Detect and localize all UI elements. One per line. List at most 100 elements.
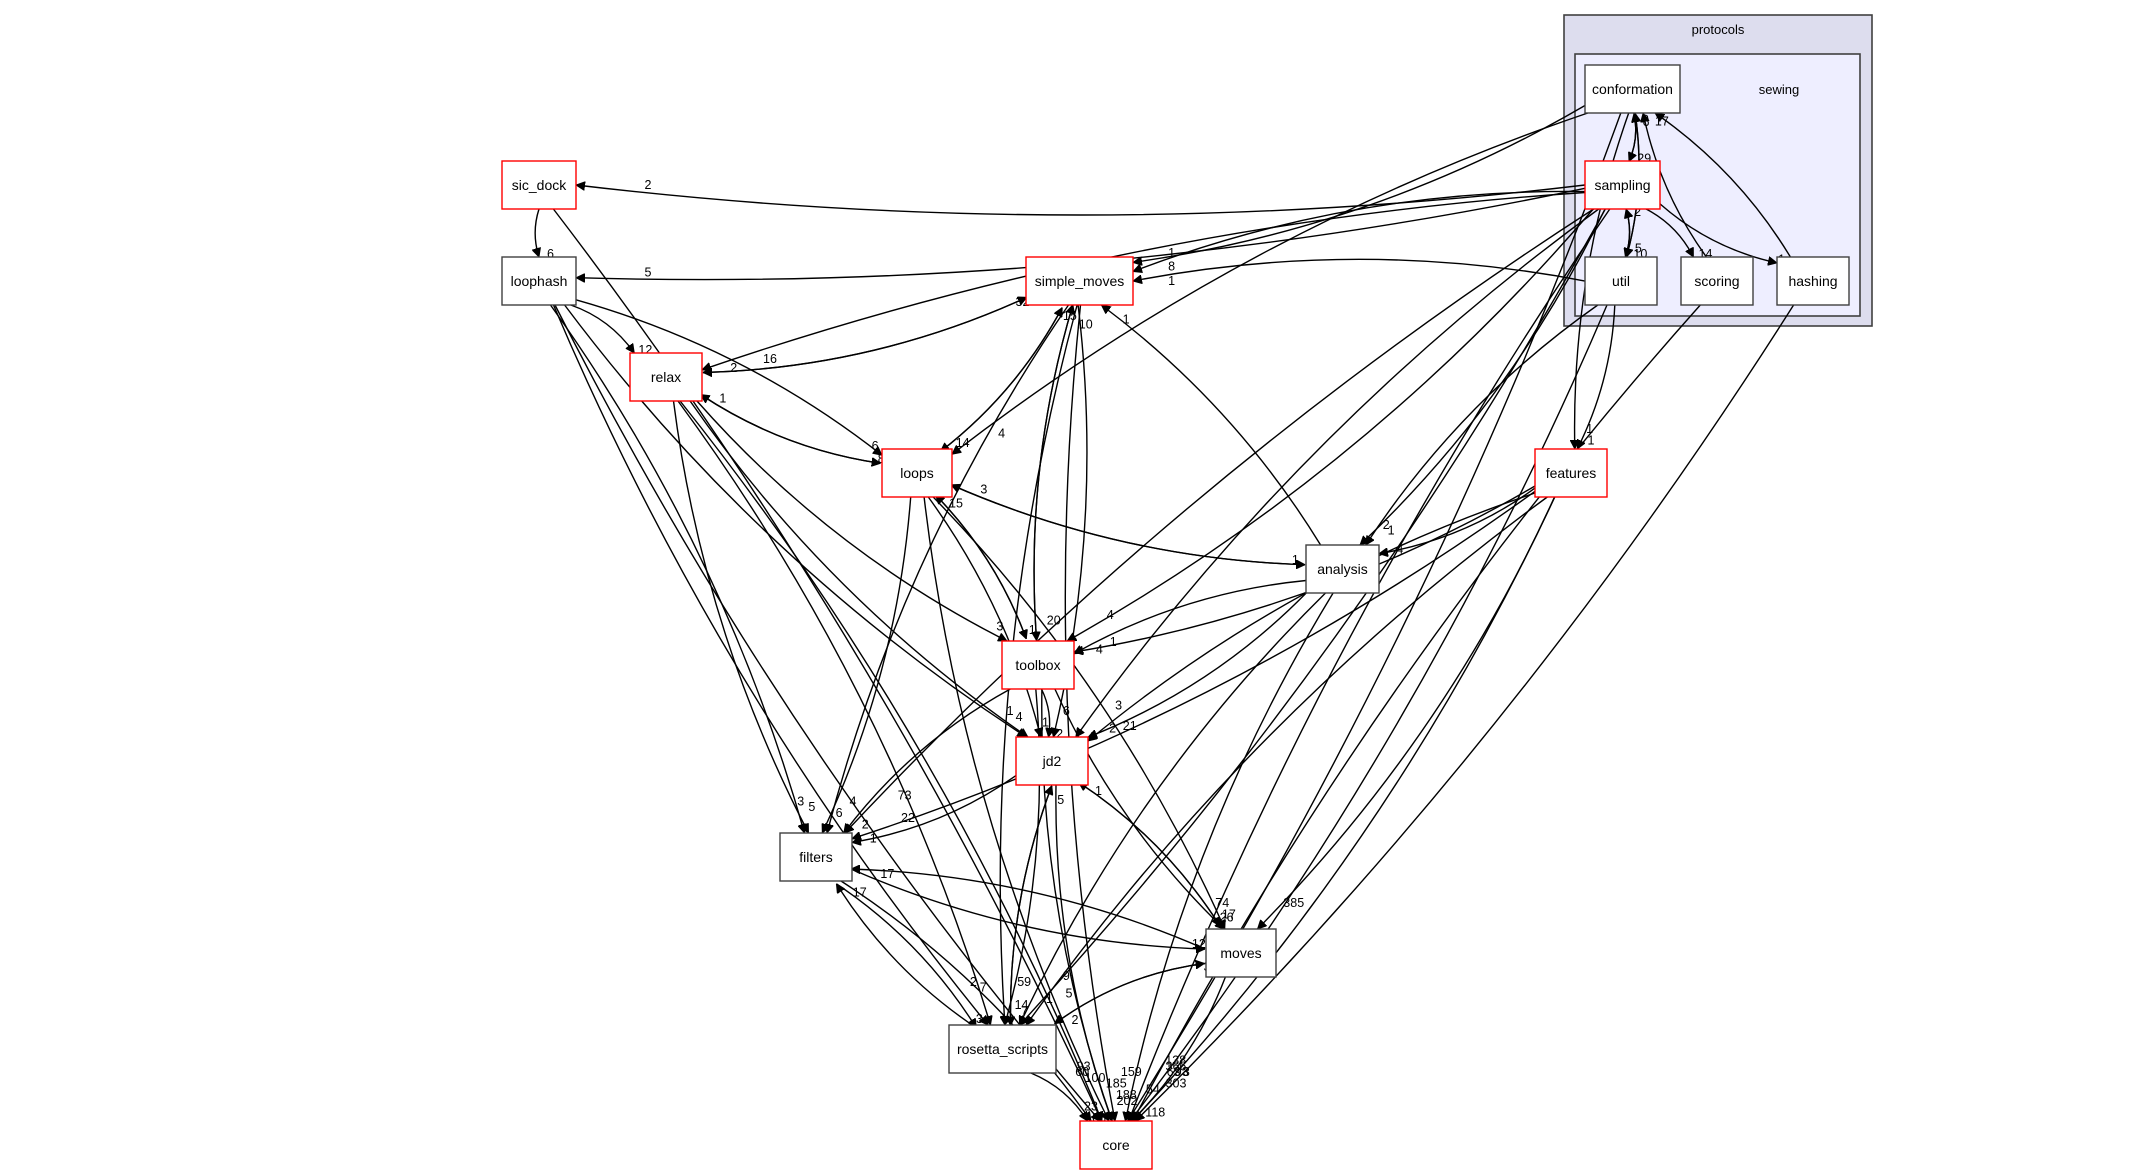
node-filters-box[interactable] — [779, 832, 853, 882]
edge-label-util-to-simple_moves[interactable]: 1 — [1168, 274, 1175, 288]
edge-label-loops-to-analysis[interactable]: 1 — [1292, 553, 1299, 567]
edge-analysis-to-toolbox[interactable] — [1074, 579, 1307, 655]
edge-conformation-to-core[interactable] — [1127, 112, 1622, 1121]
edge-sampling-to-relax[interactable] — [702, 191, 1586, 370]
node-loops[interactable]: loops — [881, 448, 953, 498]
edge-relax-to-filters[interactable] — [672, 400, 810, 833]
edge-loops-to-moves[interactable] — [932, 496, 1225, 929]
edge-label-simple_moves-to-toolbox[interactable]: 20 — [1047, 613, 1061, 627]
edge-sampling-to-core[interactable] — [1129, 208, 1611, 1121]
edge-label-util-to-features[interactable]: 1 — [1588, 433, 1595, 447]
edge-label-analysis-to-toolbox[interactable]: 4 — [1096, 642, 1103, 656]
edge-label-toolbox-to-moves[interactable]: 17 — [1222, 908, 1236, 922]
node-sic_dock-box[interactable] — [501, 160, 577, 210]
edge-label-loophash-to-core[interactable]: 60 — [1075, 1065, 1089, 1079]
edge-label-conformation-to-features[interactable]: 1 — [1586, 422, 1593, 436]
edge-label-toolbox-to-loops[interactable]: 15 — [949, 497, 963, 511]
edge-label-sampling-to-sic_dock[interactable]: 2 — [645, 178, 652, 192]
edge-simple_moves-to-filters[interactable] — [827, 304, 1070, 833]
node-simple_moves-box[interactable] — [1025, 256, 1134, 306]
edge-label-jd2-to-moves[interactable]: 26 — [1220, 911, 1234, 925]
edge-label-loops-to-core[interactable]: 185 — [1106, 1077, 1127, 1091]
edge-conformation-to-loops[interactable] — [952, 112, 1589, 454]
edge-analysis-to-simple_moves[interactable] — [1101, 305, 1322, 546]
edge-features-to-moves[interactable] — [1258, 496, 1556, 929]
node-loophash-box[interactable] — [501, 256, 577, 306]
node-scoring[interactable]: scoring — [1680, 256, 1754, 306]
edge-sic_dock-to-core[interactable] — [552, 208, 1101, 1121]
edge-label-loophash-to-jd2[interactable]: 1 — [1007, 704, 1014, 718]
node-sampling[interactable]: sampling — [1584, 160, 1661, 210]
edge-loophash-to-filters[interactable] — [549, 304, 805, 833]
edge-label-simple_moves-to-filters[interactable]: 4 — [850, 794, 857, 808]
edge-loops-to-jd2[interactable] — [927, 496, 1041, 737]
edge-label-moves-to-jd2[interactable]: 1 — [1095, 784, 1102, 798]
node-jd2-box[interactable] — [1015, 736, 1089, 786]
edge-label-features-to-rosetta_scripts[interactable]: 5 — [1066, 986, 1073, 1000]
edge-relax-to-rosetta_scripts[interactable] — [677, 400, 991, 1025]
edge-label-features-to-analysis[interactable]: 4 — [1396, 543, 1403, 557]
edge-label-features-to-moves[interactable]: 385 — [1283, 896, 1304, 910]
node-analysis[interactable]: analysis — [1305, 544, 1380, 594]
edge-label-sampling-to-analysis[interactable]: 2 — [1383, 518, 1390, 532]
edge-label-sic_dock-to-loophash[interactable]: 6 — [547, 247, 554, 261]
node-sic_dock[interactable]: sic_dock — [501, 160, 577, 210]
edge-sic_dock-to-loophash[interactable] — [535, 208, 539, 257]
edge-label-jd2-to-rosetta_scripts[interactable]: 7 — [1021, 1004, 1028, 1018]
edge-label-sic_dock-to-core[interactable]: 93 — [1077, 1059, 1091, 1073]
edge-label-loops-to-filters[interactable]: 6 — [836, 806, 843, 820]
edge-label-analysis-to-core[interactable]: 54 — [1146, 1082, 1160, 1096]
edge-label-scoring-to-conformation[interactable]: 17 — [1655, 115, 1669, 129]
edge-label-relax-to-rosetta_scripts[interactable]: 7 — [980, 981, 987, 995]
edge-label-conformation-to-simple_moves[interactable]: 1 — [1168, 246, 1175, 260]
edge-analysis-to-loops[interactable] — [951, 485, 1306, 566]
edge-label-scoring-to-core[interactable]: 93 — [1175, 1065, 1189, 1079]
edge-label-sampling-to-core[interactable]: 366 — [1166, 1059, 1187, 1073]
edge-label-sampling-to-loophash[interactable]: 5 — [645, 265, 652, 279]
edge-label-relax-to-toolbox[interactable]: 3 — [996, 620, 1003, 634]
edge-sampling-to-analysis[interactable] — [1360, 208, 1606, 545]
edge-features-to-toolbox[interactable] — [1074, 485, 1536, 652]
edge-label-relax-to-filters[interactable]: 5 — [808, 800, 815, 814]
edge-relax-to-simple_moves[interactable] — [702, 297, 1027, 374]
edge-label-features-to-jd2[interactable]: 21 — [1123, 719, 1137, 733]
edge-label-loophash-to-rosetta_scripts[interactable]: 2 — [970, 975, 977, 989]
edge-label-jd2-to-filters[interactable]: 1 — [870, 831, 877, 845]
node-hashing[interactable]: hashing — [1776, 256, 1850, 306]
edge-rosetta_scripts-to-filters[interactable] — [835, 884, 977, 1029]
edge-loops-to-simple_moves[interactable] — [939, 308, 1063, 453]
edge-util-to-core[interactable] — [1130, 304, 1608, 1121]
node-util-box[interactable] — [1584, 256, 1658, 306]
edge-toolbox-to-loops[interactable] — [936, 495, 1027, 640]
edge-simple_moves-to-toolbox[interactable] — [1034, 304, 1074, 641]
edge-loophash-to-jd2[interactable] — [564, 304, 1027, 738]
edge-moves-to-filters[interactable] — [851, 869, 1206, 950]
node-features[interactable]: features — [1534, 448, 1608, 498]
edge-analysis-to-core[interactable] — [1125, 592, 1334, 1121]
edge-label-jd2-to-core[interactable]: 202 — [1117, 1094, 1138, 1108]
edge-relax-to-core[interactable] — [679, 400, 1102, 1121]
edge-sampling-to-hashing[interactable] — [1659, 203, 1777, 263]
node-scoring-box[interactable] — [1680, 256, 1754, 306]
edge-label-simple_moves-to-relax[interactable]: 2 — [730, 361, 737, 375]
edge-toolbox-to-moves[interactable] — [1054, 688, 1224, 929]
edge-conformation-to-simple_moves[interactable] — [1133, 104, 1586, 263]
node-jd2[interactable]: jd2 — [1015, 736, 1089, 786]
edge-relax-to-jd2[interactable] — [689, 400, 1028, 738]
edge-label-filters-to-core[interactable]: 23 — [1084, 1100, 1098, 1114]
edge-loops-to-analysis[interactable] — [950, 484, 1305, 565]
edge-loophash-to-relax[interactable] — [570, 304, 635, 353]
edge-label-toolbox-to-core[interactable]: 188 — [1116, 1088, 1137, 1102]
node-relax-box[interactable] — [629, 352, 703, 402]
edge-sampling-to-toolbox[interactable] — [1067, 208, 1594, 642]
edge-label-toolbox-to-filters[interactable]: 2 — [862, 817, 869, 831]
edge-util-to-features[interactable] — [1576, 304, 1616, 449]
edge-label-loophash-to-loops[interactable]: 6 — [872, 439, 879, 453]
edge-label-features-to-toolbox[interactable]: 1 — [1110, 635, 1117, 649]
edge-label-loophash-to-filters[interactable]: 3 — [797, 794, 804, 808]
edge-label-sampling-to-jd2[interactable]: 3 — [1115, 698, 1122, 712]
node-filters[interactable]: filters — [779, 832, 853, 882]
edge-label-toolbox-to-jd2[interactable]: 2 — [1056, 727, 1063, 741]
node-moves[interactable]: moves — [1205, 928, 1277, 978]
edge-label-analysis-to-loops[interactable]: 3 — [980, 483, 987, 497]
